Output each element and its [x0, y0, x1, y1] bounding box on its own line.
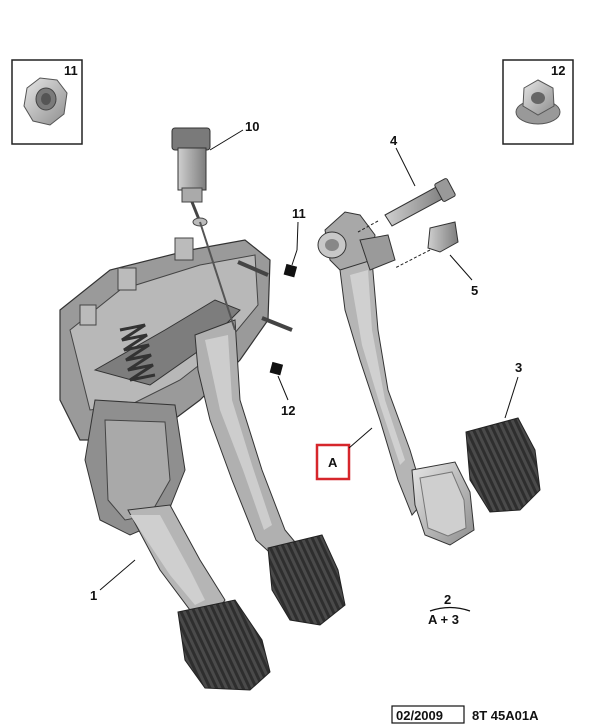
brake-pedal-arm [194, 319, 301, 561]
leader-12 [277, 375, 289, 401]
clutch-pedal-assembly-a [317, 211, 475, 546]
clip-5 [394, 221, 459, 269]
callout-4: 4 [390, 133, 398, 148]
callout-5: 5 [471, 283, 478, 298]
leader-a [348, 427, 373, 449]
pedal-bracket-housing [59, 237, 293, 441]
assembly-a-label-box: A [315, 443, 351, 481]
leader-10 [209, 129, 244, 151]
pedal-pad-1 [177, 599, 271, 691]
marker-12-square [269, 361, 284, 376]
callout-12-box-label: 12 [551, 63, 565, 78]
pushrod [199, 221, 236, 331]
leader-3 [504, 376, 519, 419]
leader-11 [291, 249, 298, 266]
callout-12: 12 [281, 403, 295, 418]
callout-10: 10 [245, 119, 259, 134]
callout-3: 3 [515, 360, 522, 375]
part-12-detail-box: 12 [502, 59, 574, 145]
footer-date: 02/2009 [396, 708, 443, 723]
marker-11-square [283, 263, 298, 278]
callout-1: 1 [90, 588, 97, 603]
formula-bottom: A + 3 [428, 612, 459, 627]
footer-reference: 02/2009 8T 45A01A [391, 705, 539, 724]
flange-nut-icon [515, 79, 561, 125]
return-spring [119, 323, 156, 382]
composition-formula: 2 A + 3 [428, 592, 471, 627]
assembly-a-label: A [328, 455, 338, 470]
pedal-pad-brake [267, 534, 346, 626]
leader-4 [395, 147, 416, 187]
leader-11-up [296, 221, 299, 251]
formula-brace [429, 606, 471, 612]
formula-top: 2 [444, 592, 451, 607]
pedal-arm-1 [127, 504, 226, 616]
part-11-detail-box: 11 [11, 59, 83, 145]
callout-11: 11 [292, 206, 306, 221]
pedal-pad-3 [465, 417, 541, 513]
leader-1 [99, 559, 136, 591]
brake-switch-sensor [171, 127, 211, 227]
lower-housing [84, 399, 186, 536]
nut-icon [23, 77, 68, 126]
callout-11-box-label: 11 [64, 63, 78, 78]
bolt-4 [357, 178, 456, 233]
footer-ref: 8T 45A01A [472, 708, 539, 723]
leader-5 [449, 254, 473, 281]
